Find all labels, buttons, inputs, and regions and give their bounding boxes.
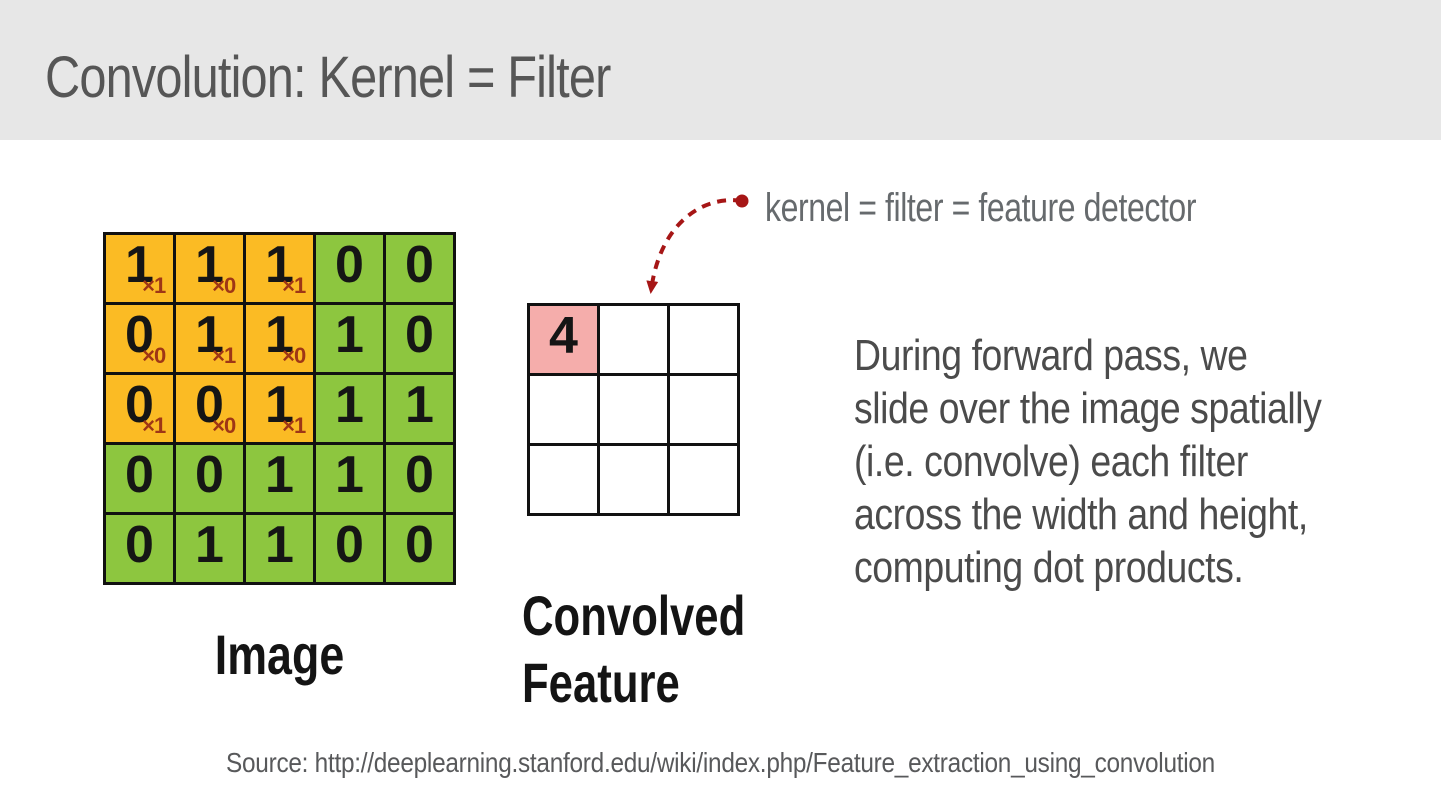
cell-value: 1 [125, 235, 154, 294]
body-text-line: During forward pass, we [854, 331, 1248, 380]
cell-value: 1 [335, 445, 364, 504]
image-cell: 1 [316, 445, 383, 512]
image-cell-kernel-overlay: 0×1 [106, 375, 173, 442]
image-cell: 0 [386, 515, 453, 582]
cell-value: 1 [335, 305, 364, 364]
image-cell-kernel-overlay: 0×0 [176, 375, 243, 442]
cell-value: 1 [265, 375, 294, 434]
image-cell: 1 [316, 305, 383, 372]
image-cell: 0 [316, 235, 383, 302]
image-cell: 1 [316, 375, 383, 442]
convolved-cell [670, 446, 737, 513]
cell-value: 1 [265, 235, 294, 294]
image-cell: 0 [316, 515, 383, 582]
convolved-cell [670, 306, 737, 373]
slide-title: Convolution: Kernel = Filter [45, 45, 611, 110]
convolved-cell [600, 446, 667, 513]
convolved-cell [530, 446, 597, 513]
arrow-origin-dot [735, 194, 749, 208]
cell-value: 0 [405, 305, 434, 364]
image-cell: 0 [176, 445, 243, 512]
image-cell-kernel-overlay: 1×1 [246, 375, 313, 442]
convolved-cell [600, 376, 667, 443]
cell-value: 0 [335, 235, 364, 294]
image-grid: 1×1 1×0 1×1 0 0 0×0 1×1 1×0 1 0 0×1 0×0 … [103, 232, 456, 585]
cell-value: 1 [335, 375, 364, 434]
body-text-line: (i.e. convolve) each filter [854, 437, 1248, 486]
cell-value: 0 [125, 445, 154, 504]
kernel-pointer-arrow-icon [646, 194, 749, 294]
body-text-line: slide over the image spatially [854, 384, 1322, 433]
kernel-multiplier: ×0 [212, 273, 236, 298]
source-attribution: Source: http://deeplearning.stanford.edu… [226, 747, 1215, 778]
cell-value: 0 [405, 515, 434, 574]
cell-value: 0 [195, 445, 224, 504]
cell-value: 0 [405, 235, 434, 294]
image-cell: 0 [386, 305, 453, 372]
convolved-cell [530, 376, 597, 443]
kernel-multiplier: ×1 [282, 273, 306, 298]
convolved-cell [600, 306, 667, 373]
image-cell: 0 [106, 515, 173, 582]
convolved-feature-label-line2: Feature [522, 651, 680, 714]
kernel-multiplier: ×1 [142, 413, 166, 438]
convolved-cell-result: 4 [530, 306, 597, 373]
cell-value: 0 [405, 445, 434, 504]
kernel-multiplier: ×0 [142, 343, 166, 368]
convolved-feature-label-line1: Convolved [522, 584, 746, 647]
image-cell: 0 [106, 445, 173, 512]
title-bar: Convolution: Kernel = Filter [0, 0, 1441, 140]
cell-value: 1 [265, 305, 294, 364]
cell-value: 1 [265, 445, 294, 504]
convolved-feature-grid: 4 [527, 303, 740, 516]
image-cell: 1 [246, 445, 313, 512]
kernel-multiplier: ×1 [282, 413, 306, 438]
kernel-multiplier: ×1 [142, 273, 166, 298]
cell-value: 1 [195, 235, 224, 294]
image-cell: 0 [386, 235, 453, 302]
cell-value: 4 [549, 306, 578, 365]
cell-value: 1 [265, 515, 294, 574]
image-cell-kernel-overlay: 1×1 [246, 235, 313, 302]
cell-value: 0 [195, 375, 224, 434]
cell-value: 1 [195, 515, 224, 574]
body-text: During forward pass, we slide over the i… [854, 329, 1322, 594]
cell-value: 1 [195, 305, 224, 364]
convolved-feature-label: Convolved Feature [522, 582, 745, 716]
image-cell: 0 [386, 445, 453, 512]
cell-value: 0 [125, 515, 154, 574]
kernel-annotation: kernel = filter = feature detector [765, 186, 1197, 230]
image-grid-label: Image [214, 623, 345, 686]
image-cell: 1 [386, 375, 453, 442]
cell-value: 0 [125, 305, 154, 364]
image-cell-kernel-overlay: 1×1 [106, 235, 173, 302]
cell-value: 1 [405, 375, 434, 434]
image-cell-kernel-overlay: 1×0 [246, 305, 313, 372]
image-cell-kernel-overlay: 1×0 [176, 235, 243, 302]
cell-value: 0 [335, 515, 364, 574]
kernel-multiplier: ×0 [212, 413, 236, 438]
image-cell-kernel-overlay: 1×1 [176, 305, 243, 372]
image-cell: 1 [246, 515, 313, 582]
kernel-multiplier: ×0 [282, 343, 306, 368]
body-text-line: across the width and height, [854, 490, 1308, 539]
convolved-cell [670, 376, 737, 443]
image-cell: 1 [176, 515, 243, 582]
image-cell-kernel-overlay: 0×0 [106, 305, 173, 372]
kernel-multiplier: ×1 [212, 343, 236, 368]
cell-value: 0 [125, 375, 154, 434]
body-text-line: computing dot products. [854, 543, 1244, 592]
